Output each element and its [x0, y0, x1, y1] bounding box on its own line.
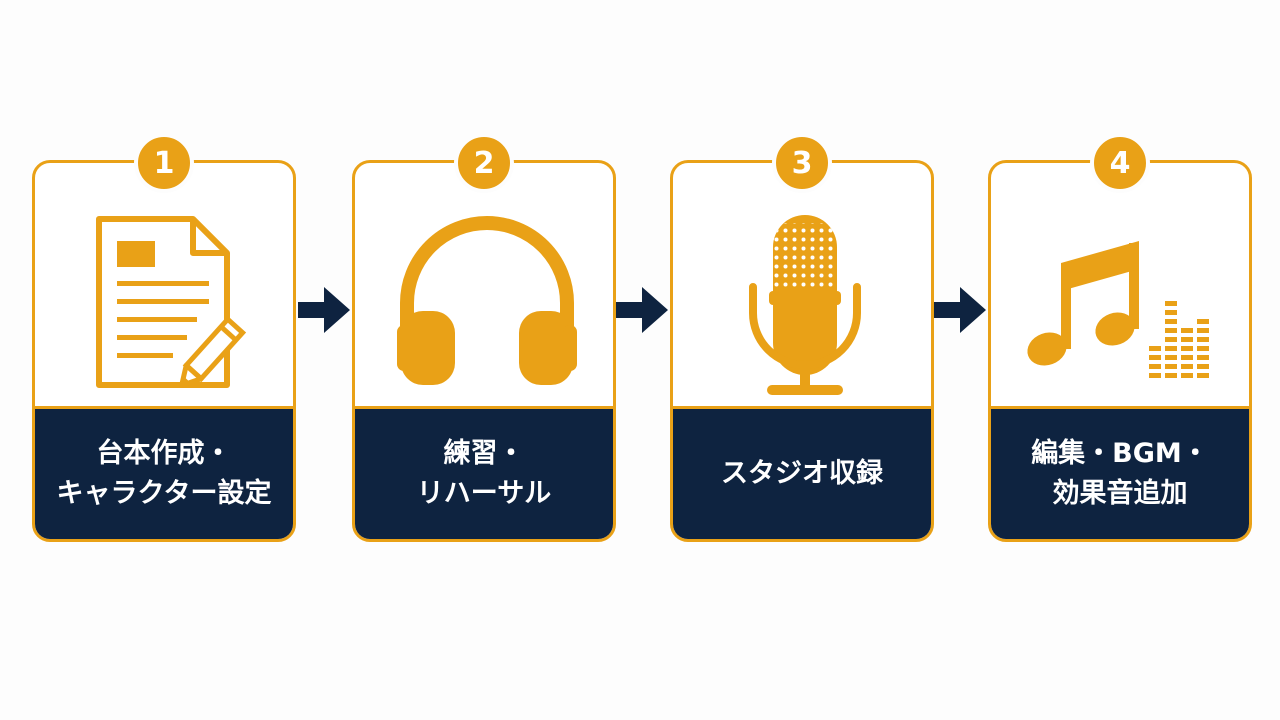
step-1-label: 台本作成・ キャラクター設定: [56, 438, 272, 509]
microphone-icon: [749, 215, 861, 395]
arrow-right-icon: [298, 287, 350, 333]
step-3-label-area: スタジオ収録: [673, 406, 931, 539]
step-card-4: 編集・BGM・ 効果音追加: [988, 160, 1252, 542]
step-card-3: スタジオ収録: [670, 160, 934, 542]
step-4-label-area: 編集・BGM・ 効果音追加: [991, 406, 1249, 539]
step-2-icon-area: [355, 163, 613, 415]
music-note-equalizer-icon: [1027, 241, 1209, 378]
step-1-label-area: 台本作成・ キャラクター設定: [35, 406, 293, 539]
step-2-number-badge: 2: [454, 133, 514, 193]
step-2-label: 練習・ リハーサル: [416, 438, 552, 509]
step-3-number-badge: 3: [772, 133, 832, 193]
step-1-number-badge: 1: [134, 133, 194, 193]
step-card-2: 練習・ リハーサル: [352, 160, 616, 542]
step-4-label: 編集・BGM・ 効果音追加: [1031, 438, 1209, 509]
step-4-icon-area: [991, 163, 1249, 415]
document-pencil-icon: [96, 216, 247, 388]
headphones-icon: [397, 216, 577, 385]
arrow-right-icon: [616, 287, 668, 333]
step-3-label: スタジオ収録: [721, 458, 883, 489]
arrow-right-icon: [934, 287, 986, 333]
step-card-1: 台本作成・ キャラクター設定: [32, 160, 296, 542]
step-3-icon-area: [673, 163, 931, 415]
step-2-label-area: 練習・ リハーサル: [355, 406, 613, 539]
step-4-number-badge: 4: [1090, 133, 1150, 193]
step-1-icon-area: [35, 163, 293, 415]
